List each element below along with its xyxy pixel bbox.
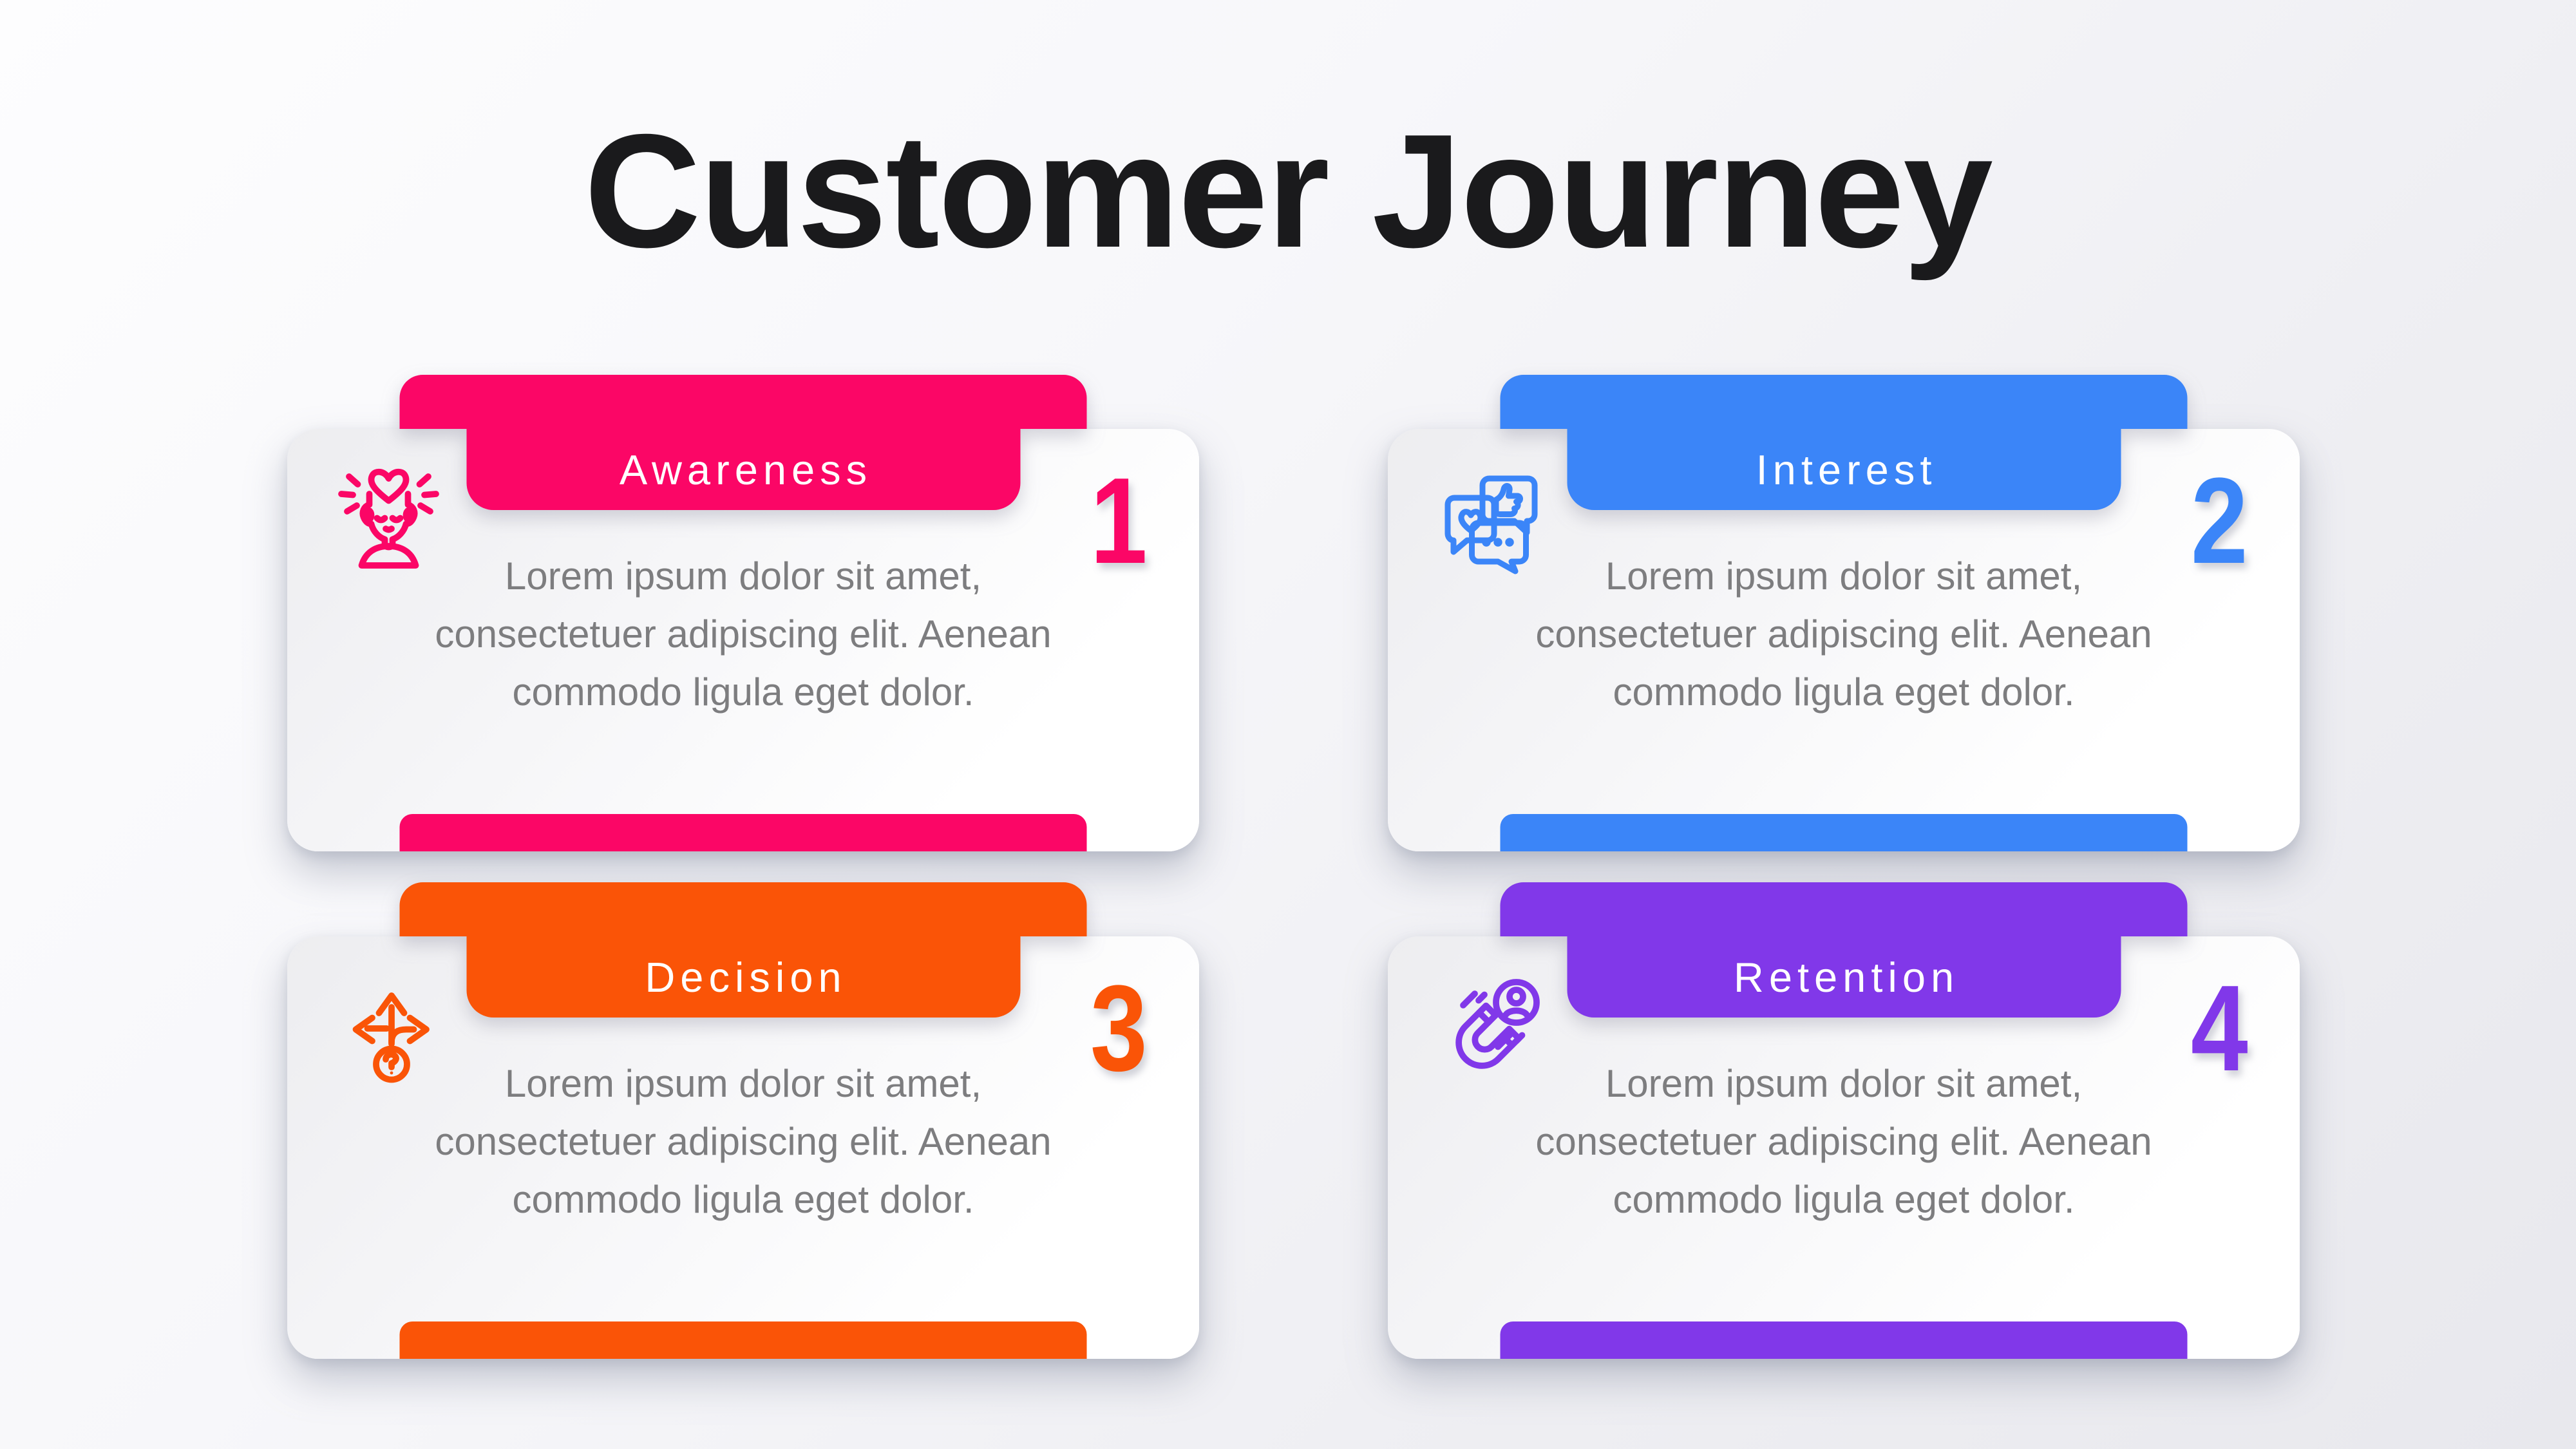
mindful-person-heart-icon: [334, 465, 450, 581]
card-accent-footer-bar: [1500, 814, 2188, 851]
card-title: Awareness: [619, 446, 873, 493]
tab-top-band: [399, 882, 1087, 936]
card-title: Retention: [1733, 953, 1960, 1001]
step-number: 2: [2191, 453, 2248, 589]
tab-top-band: [1500, 375, 2188, 429]
card-header-tab: Interest: [1500, 375, 2188, 510]
card-description: Lorem ipsum dolor sit amet, consectetuer…: [1535, 1062, 2152, 1221]
card-description: Lorem ipsum dolor sit amet, consectetuer…: [435, 554, 1052, 714]
tab-top-band: [1500, 882, 2188, 936]
card-decision: Decision 3 Lorem ipsum dolor sit: [287, 882, 1199, 1359]
card-description: Lorem ipsum dolor sit amet, consectetuer…: [1535, 554, 2152, 714]
card-interest: Interest 2 Lorem ipsum dolor sit amet,: [1388, 375, 2300, 851]
tab-title-band: Interest: [1567, 429, 2121, 510]
page-title: Customer Journey: [584, 101, 1993, 281]
card-header-tab: Awareness: [399, 375, 1087, 510]
card-retention: Retention 4: [1388, 882, 2300, 1359]
card-title: Decision: [645, 953, 847, 1001]
tab-title-band: Awareness: [466, 429, 1020, 510]
card-accent-footer-bar: [399, 814, 1087, 851]
tab-title-band: Decision: [466, 936, 1020, 1018]
tab-title-band: Retention: [1567, 936, 2121, 1018]
card-title: Interest: [1756, 446, 1937, 493]
card-accent-footer-bar: [1500, 1321, 2188, 1359]
card-description: Lorem ipsum dolor sit amet, consectetuer…: [435, 1062, 1052, 1221]
direction-choice-arrows-icon: [334, 972, 450, 1088]
tab-top-band: [399, 375, 1087, 429]
step-number: 3: [1090, 960, 1148, 1097]
social-engagement-bubbles-icon: [1434, 465, 1550, 581]
customer-magnet-icon: [1434, 972, 1550, 1088]
card-header-tab: Retention: [1500, 882, 2188, 1018]
card-accent-footer-bar: [399, 1321, 1087, 1359]
card-header-tab: Decision: [399, 882, 1087, 1018]
step-number: 1: [1090, 453, 1148, 589]
card-awareness: Awareness 1 Lorem ips: [287, 375, 1199, 851]
step-number: 4: [2191, 960, 2248, 1097]
